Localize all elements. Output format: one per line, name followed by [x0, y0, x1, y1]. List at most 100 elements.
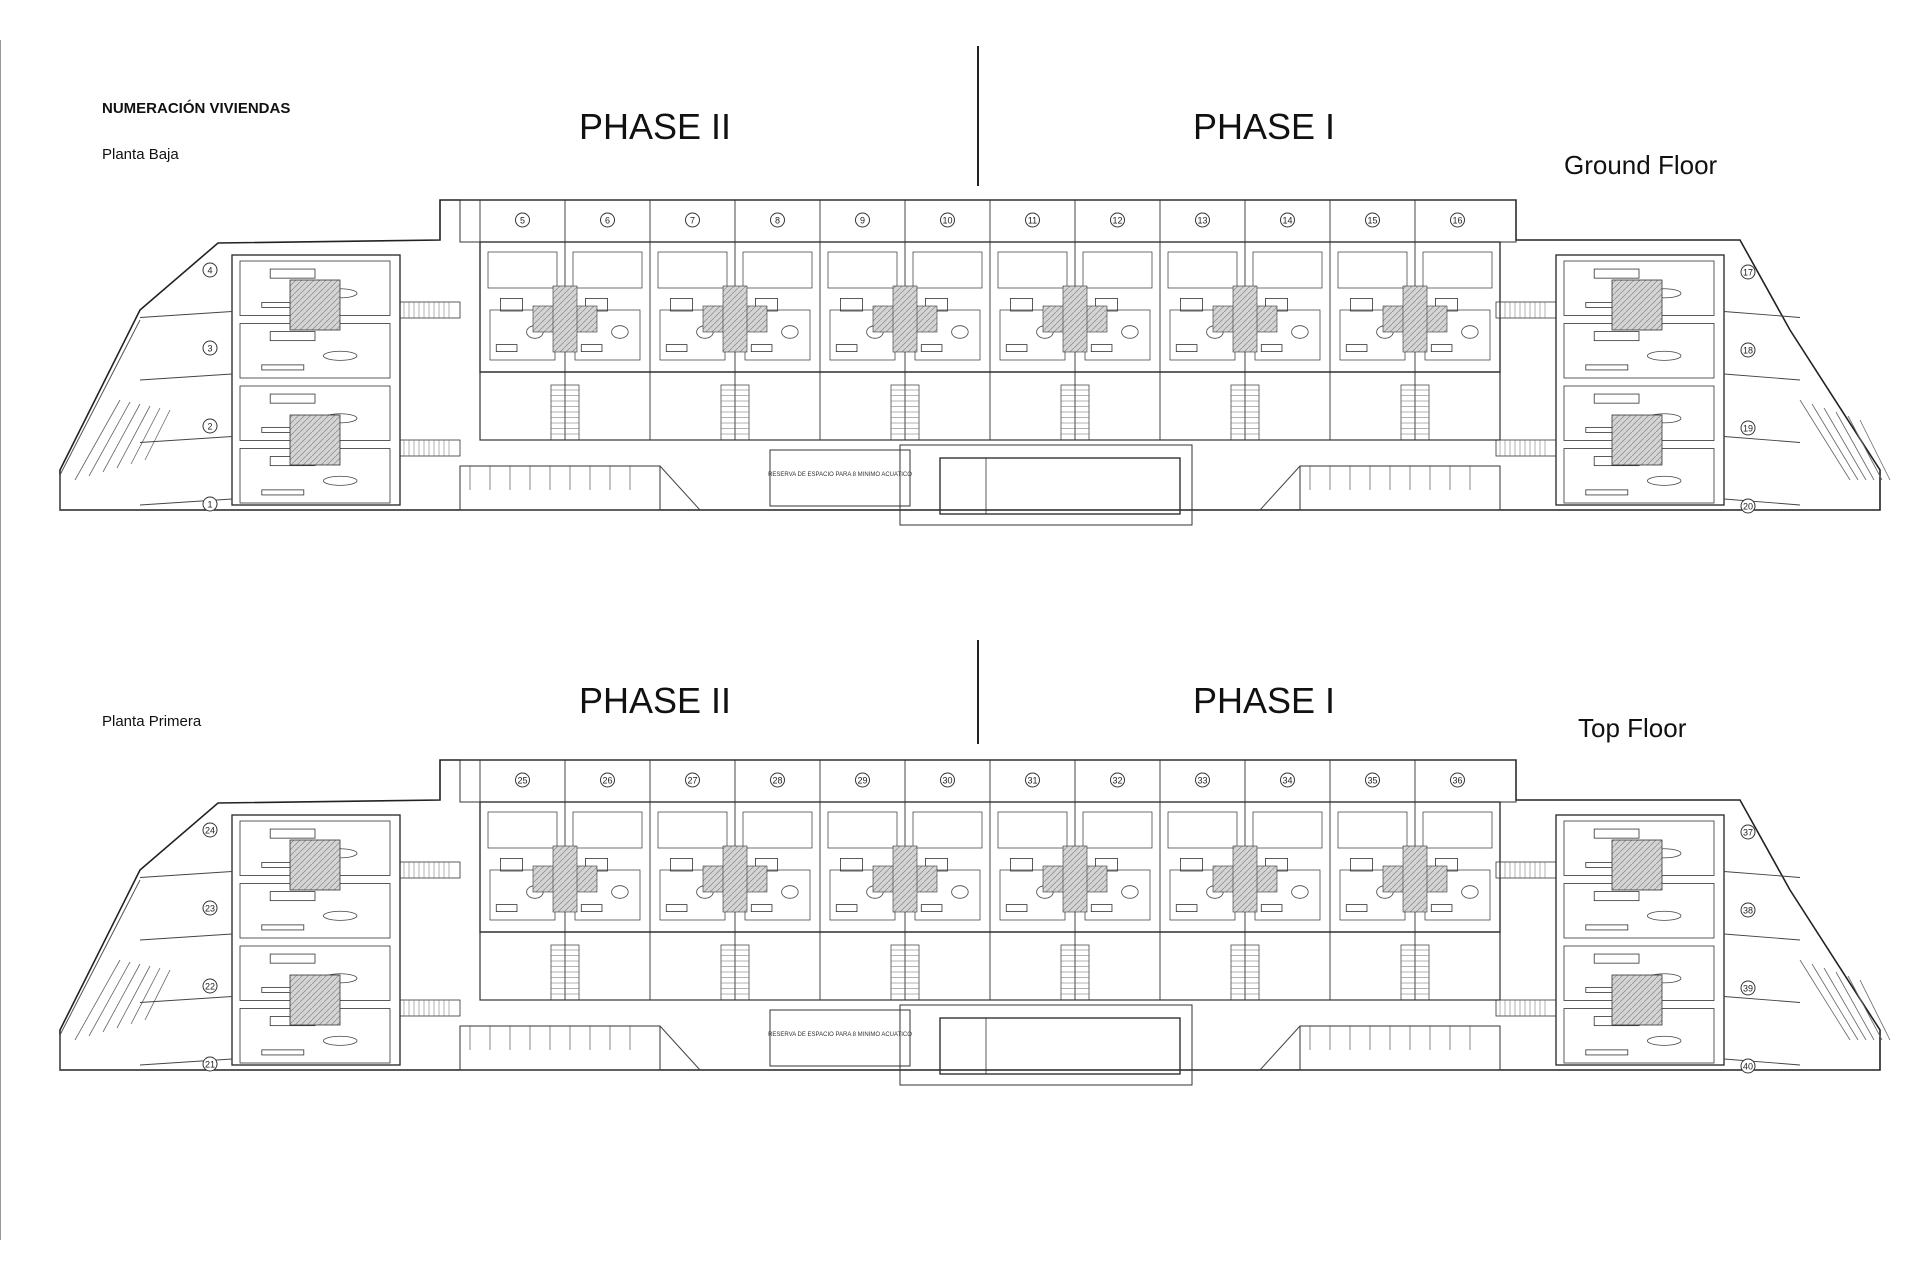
parking-stripe-left	[74, 959, 121, 1041]
parking-stripe-left	[88, 401, 131, 477]
bed-icon	[1593, 891, 1640, 902]
left-block-outline	[231, 814, 401, 1066]
unit-number: 31	[1027, 776, 1037, 786]
unit-marker-terrace: 6	[600, 212, 615, 228]
unit-number: 36	[1452, 776, 1462, 786]
unit-marker-terrace: 16	[1450, 212, 1465, 228]
unit-marker-circle	[1740, 342, 1756, 358]
terrace-core-v	[1062, 845, 1088, 913]
parking-stripe-right	[1811, 403, 1859, 481]
unit-boundary-line	[139, 933, 233, 941]
unit-marker-circle	[940, 772, 955, 788]
unit-boundary-line	[139, 498, 233, 506]
terrace-stair	[890, 944, 920, 1001]
storage-left	[459, 465, 661, 511]
unit-marker-terrace: 32	[1110, 772, 1125, 788]
unit-boundary-line	[139, 871, 233, 878]
unit-marker-circle	[1740, 902, 1756, 918]
sofa-icon	[261, 1049, 305, 1056]
stair-core-right-1	[1611, 839, 1663, 891]
bed-icon	[1593, 331, 1640, 342]
sofa-icon	[1090, 904, 1113, 912]
bed-icon	[269, 891, 316, 902]
terrace-stair	[1400, 384, 1430, 441]
dining-table-icon	[1461, 885, 1479, 899]
bed-icon	[269, 331, 316, 342]
unit-number: 25	[517, 776, 527, 786]
unit-marker-circle	[600, 772, 615, 788]
bed-icon	[1593, 953, 1640, 964]
unit-number: 11	[1028, 216, 1037, 226]
parking-stripe-right	[1823, 967, 1867, 1041]
unit-marker-terrace: 36	[1450, 772, 1465, 788]
sofa-icon	[1585, 364, 1629, 371]
unit-marker-left: 4	[202, 262, 218, 278]
unit-marker-terrace: 25	[515, 772, 530, 788]
bed-icon	[269, 953, 316, 964]
unit-marker-circle	[1195, 212, 1210, 228]
bed-icon	[670, 297, 693, 312]
terrace-core-v	[1062, 285, 1088, 353]
ramp-line-right	[1259, 465, 1301, 511]
sofa-icon	[1585, 924, 1629, 931]
parking-stripe-left	[88, 961, 131, 1037]
unit-marker-circle	[515, 772, 530, 788]
page-edge-line	[0, 40, 1, 1240]
terrace-stair	[1400, 944, 1430, 1001]
terrace-core-v	[722, 285, 748, 353]
planta-primera-label: Planta Primera	[102, 713, 202, 730]
stair-core-right-2	[1611, 414, 1663, 466]
unit-number: 12	[1112, 216, 1122, 226]
sofa-icon	[665, 344, 688, 353]
terrace-stair	[550, 384, 580, 441]
unit-number: 16	[1452, 216, 1462, 226]
unit-marker-left: 23	[202, 900, 218, 916]
unit-number: 18	[1743, 346, 1753, 356]
sofa-icon	[1005, 344, 1028, 353]
unit-marker-circle	[1740, 420, 1756, 436]
left-block-outline	[231, 254, 401, 506]
sofa-icon	[750, 904, 773, 912]
bed-icon	[1010, 858, 1033, 872]
bed-icon	[1180, 858, 1203, 872]
stair-core-right-2	[1611, 974, 1663, 1026]
stair-core-left-1	[289, 279, 341, 331]
unit-marker-left: 22	[202, 978, 218, 994]
parking-stripe-right	[1799, 399, 1851, 481]
swimming-pool	[939, 1017, 1181, 1075]
unit-marker-circle	[855, 772, 870, 788]
unit-number: 26	[602, 776, 612, 786]
bed-icon	[1593, 393, 1640, 404]
unit-marker-circle	[202, 900, 218, 916]
bed-icon	[1593, 828, 1640, 839]
connector-stair-right-1	[1495, 301, 1557, 319]
bed-icon	[500, 297, 523, 312]
sofa-icon	[750, 344, 773, 353]
planta-baja-label: Planta Baja	[102, 146, 179, 163]
terrace-unit-room	[487, 811, 558, 849]
unit-boundary-line	[1723, 1058, 1801, 1066]
sofa-icon	[920, 344, 943, 353]
terrace-stair	[720, 384, 750, 441]
unit-marker-terrace: 35	[1365, 772, 1380, 788]
pool-shallow-end	[939, 1017, 987, 1075]
unit-marker-circle	[1365, 212, 1380, 228]
unit-boundary-line	[139, 311, 233, 318]
terrace-unit-room	[1167, 251, 1238, 289]
unit-number: 29	[857, 776, 867, 786]
dining-table-icon	[323, 350, 358, 361]
terrace-unit-room	[1422, 811, 1493, 849]
terrace-unit-room	[1252, 811, 1323, 849]
unit-number: 1	[207, 500, 212, 510]
unit-boundary-line	[1723, 311, 1801, 318]
dining-table-icon	[781, 325, 799, 339]
unit-number: 17	[1743, 268, 1753, 278]
parking-stripe-right	[1811, 963, 1859, 1041]
unit-marker-terrace: 10	[940, 212, 955, 228]
terrace-stair	[550, 944, 580, 1001]
parking-stripe-left	[130, 407, 161, 465]
unit-marker-circle	[202, 262, 218, 278]
parking-stripe-left	[116, 965, 151, 1029]
unit-marker-terrace: 5	[515, 212, 530, 228]
unit-marker-circle	[770, 772, 785, 788]
